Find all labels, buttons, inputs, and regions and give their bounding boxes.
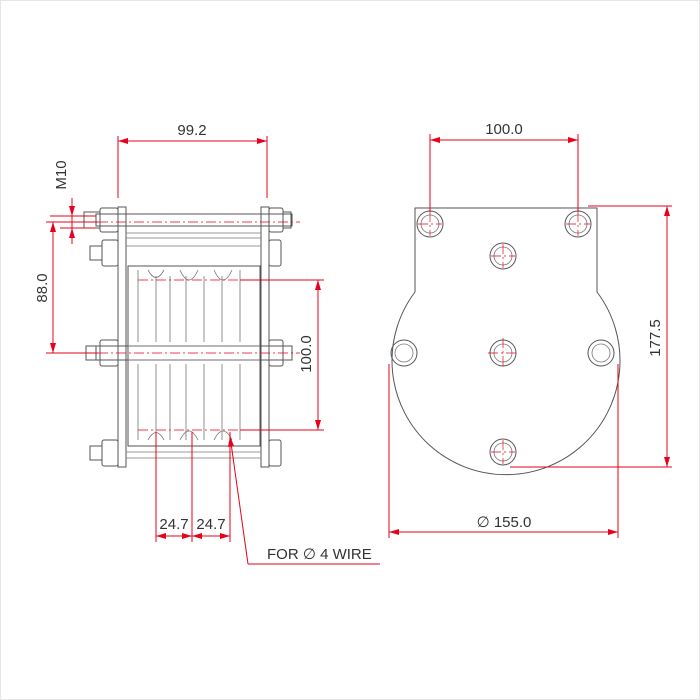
- dim-label-sheave-spacing: 100.0: [298, 335, 315, 373]
- front-bolt-upper-center: [489, 242, 517, 270]
- front-bolt-bottom: [489, 438, 517, 466]
- front-bolt-top-left: [416, 210, 444, 238]
- dim-groove-pitch: 24.7 24.7: [155, 432, 231, 542]
- front-bolt-center: [488, 338, 518, 368]
- dim-label-thread: M10: [53, 160, 70, 189]
- front-view: [390, 207, 621, 476]
- wire-note: FOR ∅ 4 WIRE: [228, 435, 380, 565]
- dim-label-groove-pitch-2: 24.7: [196, 516, 225, 533]
- front-bolt-left: [390, 339, 418, 367]
- dim-label-bolt-spacing: 88.0: [34, 273, 51, 302]
- dim-label-groove-pitch-1: 24.7: [159, 516, 188, 533]
- dim-sheave-spacing: 100.0: [240, 279, 324, 431]
- front-plate-outline: [391, 207, 621, 476]
- dim-label-front-bolt-spacing: 100.0: [485, 121, 523, 138]
- top-bolt-shaft: [95, 213, 293, 227]
- dim-front-diameter: ∅ 155.0: [388, 364, 619, 538]
- dim-label-front-height: 177.5: [647, 319, 664, 357]
- front-bolt-right: [587, 339, 615, 367]
- left-side-plate: [117, 206, 127, 468]
- dim-front-bolt-spacing: 100.0: [429, 121, 579, 212]
- dim-label-front-diameter: ∅ 155.0: [477, 514, 532, 531]
- front-bolt-top-right: [564, 210, 592, 238]
- sheave-block: [127, 265, 261, 447]
- sheave-grooves: [137, 269, 241, 441]
- right-side-plate: [260, 206, 270, 468]
- dim-label-wire-note: FOR ∅ 4 WIRE: [267, 546, 372, 563]
- dim-side-width: 99.2: [117, 122, 268, 198]
- dim-bolt-spacing: 88.0: [34, 221, 98, 354]
- dim-thread: M10: [50, 160, 96, 244]
- dim-label-side-width: 99.2: [177, 122, 206, 139]
- side-view: [80, 206, 300, 468]
- dim-front-height: 177.5: [510, 205, 672, 468]
